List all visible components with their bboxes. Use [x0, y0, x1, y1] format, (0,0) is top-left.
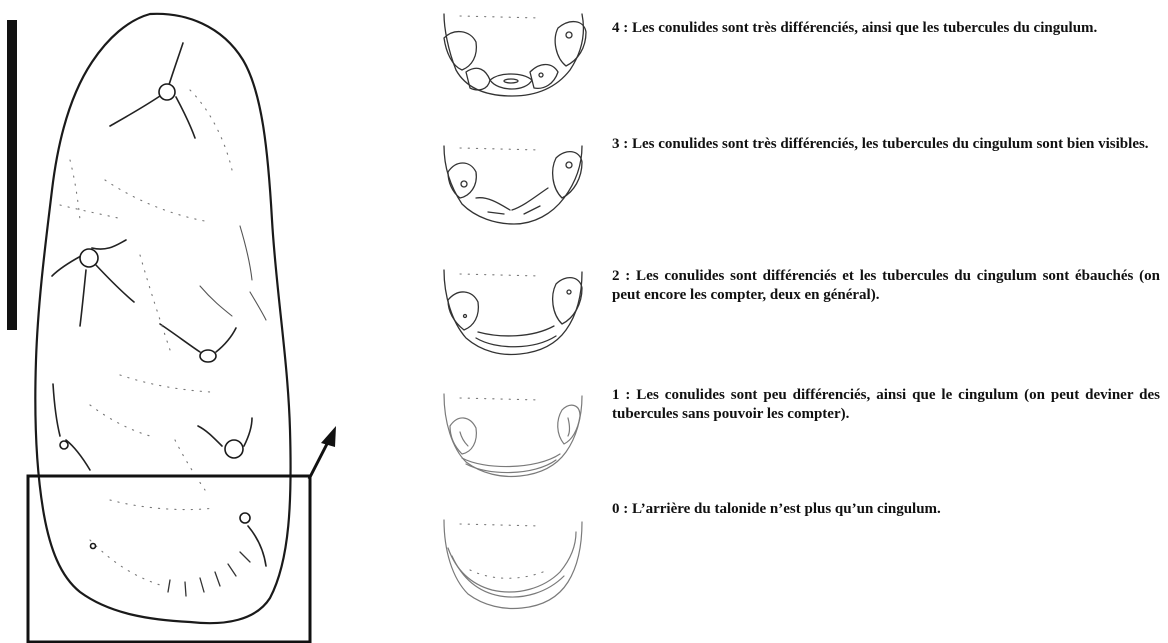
dotted-line — [89, 404, 151, 437]
dotted-line — [59, 204, 119, 219]
tubercle — [565, 161, 573, 169]
stage-3-drawing — [443, 145, 583, 225]
stage-0-drawing — [443, 519, 583, 610]
crest-line — [94, 263, 135, 303]
dotted-line — [119, 374, 211, 393]
stage-2-caption: 2 : Les conulides sont différenciés et l… — [612, 268, 1160, 303]
cusp — [79, 248, 99, 268]
talonid-outline — [443, 145, 583, 225]
cingulum-band — [465, 459, 557, 474]
crest-line — [159, 323, 201, 353]
cingulum-band — [477, 325, 555, 337]
crest-line — [249, 291, 267, 321]
conulid — [443, 31, 478, 71]
crest-line — [52, 383, 61, 437]
dotted-line — [189, 89, 233, 171]
dotted-line — [459, 15, 541, 19]
dotted-line — [459, 397, 541, 401]
stage-2-drawing — [443, 269, 583, 356]
stage-1-caption: 1 : Les conulides sont peu différenciés,… — [612, 387, 1160, 422]
cusp — [158, 83, 176, 101]
crest-line — [79, 269, 87, 327]
conulid — [551, 277, 583, 325]
talonid-highlight-box — [26, 474, 312, 643]
tubercle — [460, 180, 468, 188]
cingulum-tubercle — [511, 187, 549, 211]
stage-3-caption: 3 : Les conulides sont très différenciés… — [612, 136, 1149, 152]
talonid-outline — [443, 13, 585, 97]
crest-line — [167, 42, 184, 89]
conulid — [551, 151, 583, 199]
cusp — [224, 439, 244, 459]
stage-0-caption: 0 : L’arrière du talonide n’est plus qu’… — [612, 501, 941, 517]
dotted-line — [139, 254, 171, 351]
cusp — [199, 349, 217, 363]
conulid — [554, 21, 587, 67]
conulid — [465, 67, 491, 91]
cingulum-tubercle — [475, 197, 511, 211]
cusp — [89, 542, 97, 550]
stage-4-caption: 4 : Les conulides sont très différenciés… — [612, 20, 1098, 36]
cingulum-band — [447, 531, 577, 593]
crest-line — [51, 255, 82, 277]
conulid — [529, 63, 559, 90]
tubercle — [566, 289, 572, 295]
crest-line — [215, 327, 237, 353]
tubercle — [459, 431, 469, 447]
conulid — [557, 404, 581, 445]
cusp — [239, 512, 251, 524]
talonid-outline — [443, 393, 583, 478]
cusp — [59, 440, 69, 450]
crest-line — [197, 425, 223, 447]
scale-bar — [7, 20, 17, 330]
tubercle — [565, 31, 573, 39]
conulid — [449, 417, 477, 455]
crest-line — [247, 525, 267, 567]
crest-line — [65, 439, 91, 471]
tooth-outline — [34, 12, 292, 625]
cingulum-ticks — [167, 551, 251, 597]
talonid-outline — [443, 269, 583, 356]
crest-line — [91, 239, 127, 250]
main-tooth-drawing — [34, 12, 292, 625]
pointer-arrow — [307, 426, 336, 480]
dotted-line — [459, 523, 541, 527]
conulid — [447, 291, 480, 331]
tubercle — [503, 78, 519, 84]
tubercle — [538, 72, 544, 78]
stage-4-drawing — [443, 13, 587, 97]
dotted-line — [459, 273, 541, 277]
dotted-line — [109, 499, 216, 511]
conulid — [447, 162, 477, 199]
tubercle — [567, 417, 571, 437]
dotted-line — [459, 147, 541, 151]
cingulum-tubercle — [487, 205, 541, 215]
dotted-line — [174, 439, 206, 491]
stage-1-drawing — [443, 393, 583, 478]
crest-line — [239, 225, 253, 281]
dotted-line — [469, 569, 549, 579]
cingulum-band — [461, 453, 561, 468]
crest-line — [109, 95, 161, 127]
dotted-line — [89, 539, 161, 586]
talonid-outline — [443, 519, 583, 610]
crest-line — [175, 96, 196, 139]
cingulum-band — [475, 335, 557, 348]
conulid — [489, 73, 533, 90]
cingulum-band — [451, 555, 565, 598]
dotted-line — [104, 179, 211, 223]
crest-line — [199, 285, 233, 317]
crest-line — [243, 417, 253, 447]
tubercle — [462, 313, 468, 319]
dotted-line — [69, 159, 81, 221]
